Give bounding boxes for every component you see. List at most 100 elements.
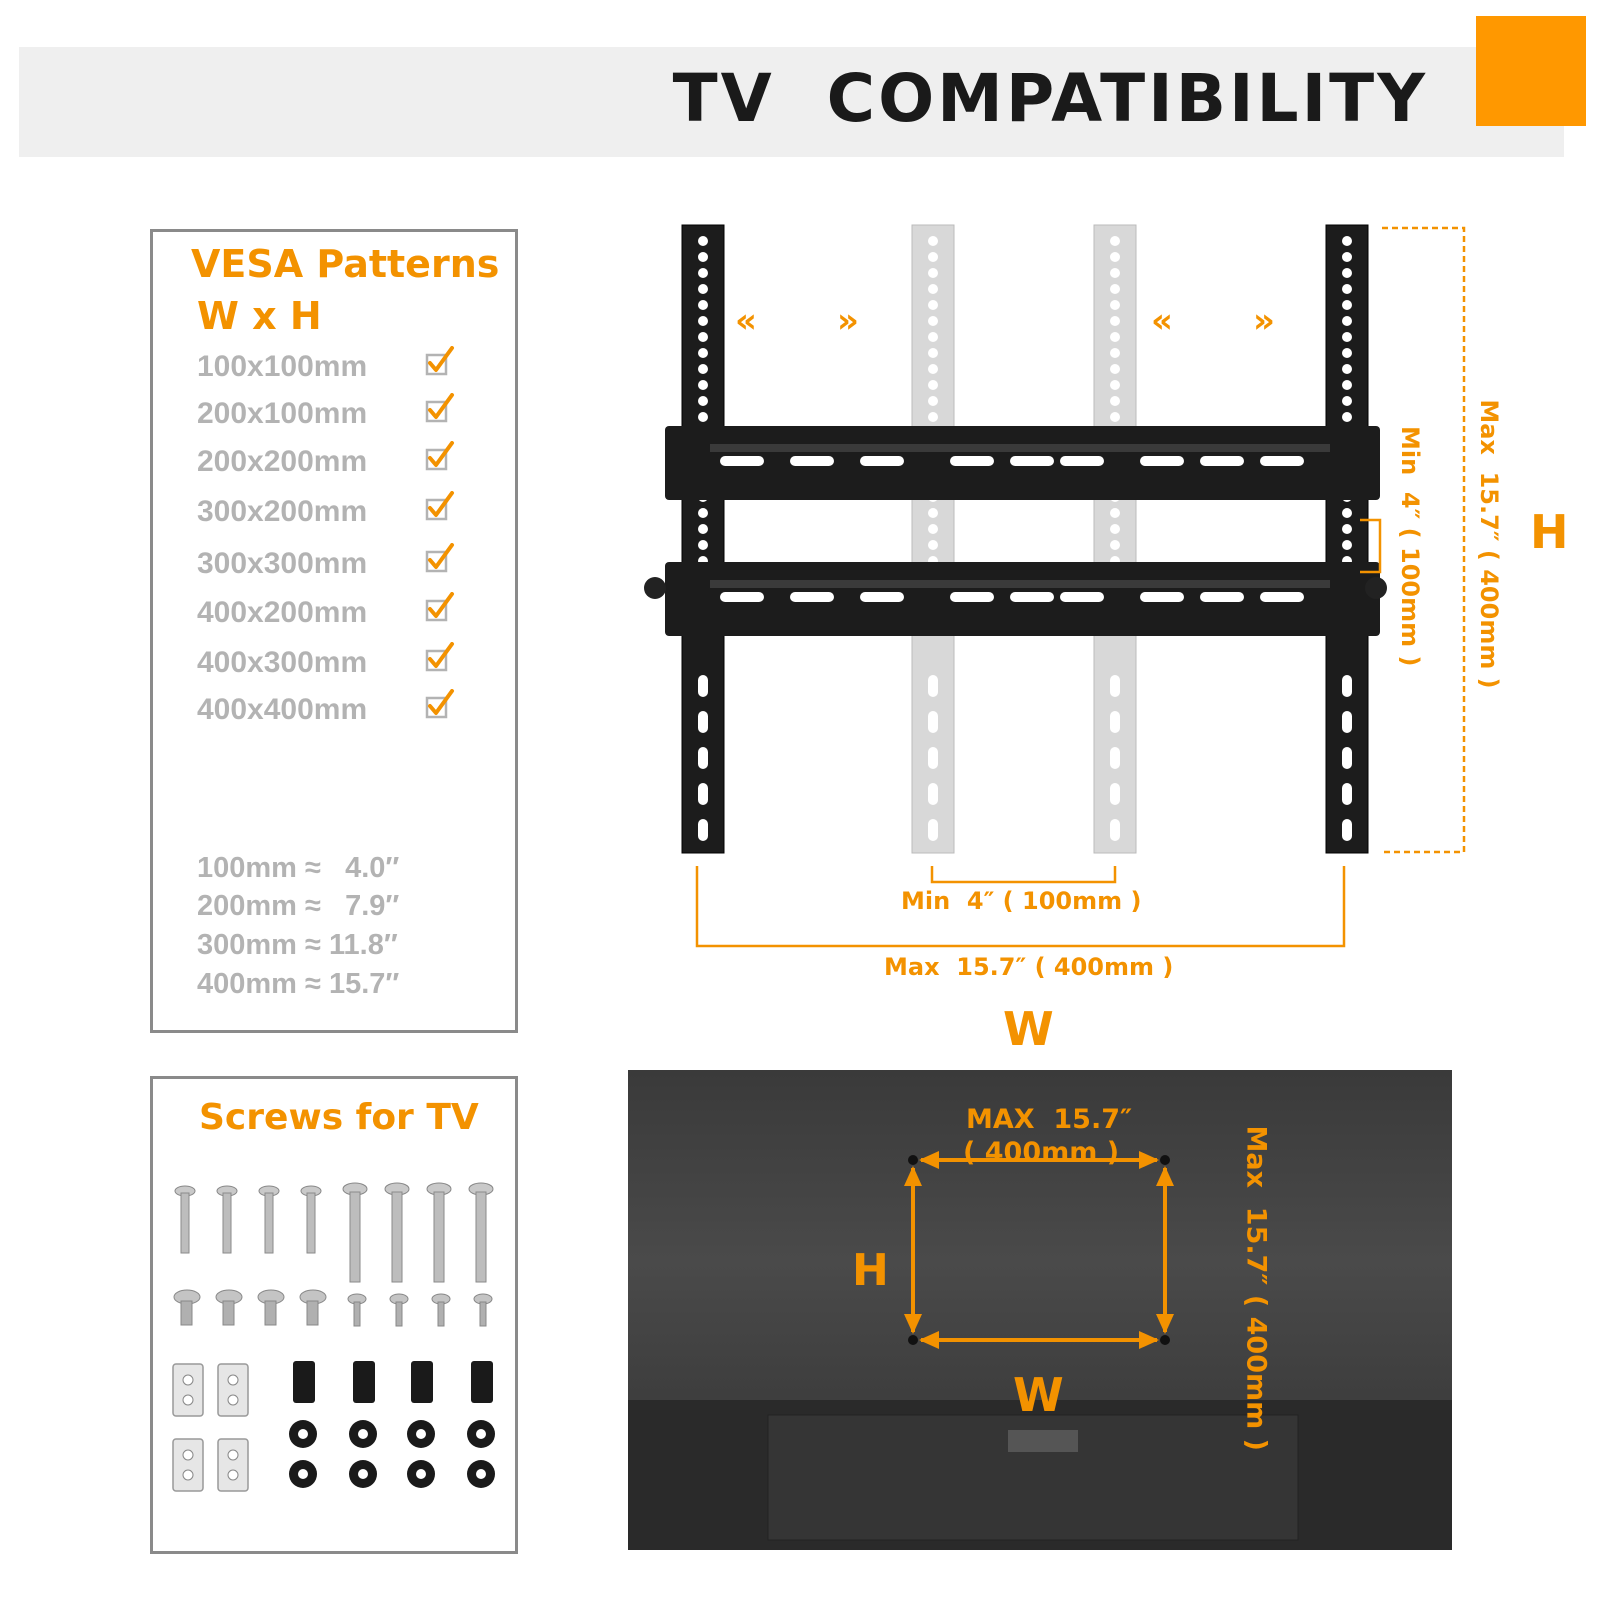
checkbox-checked-icon — [425, 346, 454, 376]
mount-hole — [928, 524, 938, 534]
bar-slot — [1060, 456, 1104, 466]
mount-hole — [1342, 396, 1352, 406]
arrowhead-icon — [904, 1166, 922, 1186]
vesa-pattern-item: 200x200mm — [197, 445, 368, 478]
mount-hole — [698, 332, 708, 342]
checkbox-box — [425, 448, 448, 471]
mount-hole — [1110, 332, 1120, 342]
height-min-dimension-line — [1360, 518, 1382, 574]
washer-icon — [289, 1460, 317, 1488]
short-screw-icon — [389, 1293, 409, 1327]
width-min-dimension-line — [930, 866, 1117, 884]
mount-hole — [1110, 540, 1120, 550]
long-screw-icon — [426, 1182, 452, 1283]
mount-hole — [1110, 284, 1120, 294]
vesa-hole-icon — [1160, 1335, 1170, 1345]
mount-diagram: «»«» — [644, 224, 1466, 948]
mount-slot — [928, 675, 938, 697]
tv-max-width-label-1: MAX 15.7″ — [966, 1104, 1133, 1135]
short-screw-icon — [473, 1293, 493, 1327]
mount-hole — [1110, 380, 1120, 390]
vertical-rail — [681, 224, 725, 854]
mount-slot — [698, 747, 708, 769]
checkbox-checked-icon — [425, 642, 454, 672]
short-screw-icon — [215, 1289, 243, 1326]
vesa-hole-icon — [1160, 1155, 1170, 1165]
tv-back-panel — [628, 1070, 1452, 1550]
mount-hole — [928, 540, 938, 550]
mount-hole — [928, 348, 938, 358]
horizontal-bar — [665, 426, 1380, 500]
checkbox-box — [425, 498, 448, 521]
vesa-pattern-item: 200x100mm — [197, 397, 368, 430]
check-mark — [428, 689, 454, 715]
checkbox-checked-icon — [425, 689, 454, 719]
vesa-hole-icon — [908, 1335, 918, 1345]
mount-hole — [1342, 412, 1352, 422]
mount-slot — [1342, 783, 1352, 805]
slide-arrow-icon: « — [1151, 301, 1173, 341]
mount-slot — [928, 747, 938, 769]
bar-slot — [790, 456, 834, 466]
washer-icon — [407, 1460, 435, 1488]
long-screw-icon — [468, 1182, 494, 1283]
washer-icon — [289, 1420, 317, 1448]
check-mark — [428, 441, 454, 467]
mount-hole — [928, 364, 938, 374]
mount-hole — [1110, 396, 1120, 406]
bar-slot — [1200, 592, 1244, 602]
bar-slot — [1060, 592, 1104, 602]
washer-icon — [467, 1460, 495, 1488]
bar-slot — [720, 592, 764, 602]
horizontal-bar — [665, 562, 1380, 636]
mount-slot — [1342, 675, 1352, 697]
height-max-label: Max 15.7″ ( 400mm ) — [1475, 399, 1503, 689]
mount-hole — [1342, 236, 1352, 246]
mount-hole — [698, 348, 708, 358]
bar-slot — [790, 592, 834, 602]
arrowhead-icon — [919, 1151, 939, 1169]
mount-hole — [1342, 300, 1352, 310]
plate-icon — [172, 1438, 204, 1492]
checkbox-box — [425, 550, 448, 573]
mount-hole — [928, 380, 938, 390]
bar-slot — [1140, 456, 1184, 466]
mount-hole — [928, 508, 938, 518]
vesa-title: VESA Patterns — [191, 242, 500, 286]
spacer-icon — [293, 1361, 315, 1403]
bar-slot — [1010, 592, 1054, 602]
check-mark — [428, 346, 454, 372]
mount-slot — [1110, 675, 1120, 697]
mount-slot — [698, 711, 708, 733]
mount-hole — [698, 236, 708, 246]
vesa-pattern-item: 100x100mm — [197, 350, 368, 383]
mount-hole — [1110, 300, 1120, 310]
mount-hole — [1342, 380, 1352, 390]
mount-hole — [1342, 316, 1352, 326]
mount-hole — [1342, 524, 1352, 534]
checkbox-checked-icon — [425, 543, 454, 573]
width-min-label: Min 4″ ( 100mm ) — [901, 887, 1142, 915]
adjustable-rail-ghost — [1093, 224, 1137, 854]
mount-hole — [928, 412, 938, 422]
mount-hole — [928, 396, 938, 406]
mount-hole — [698, 396, 708, 406]
mount-hole — [928, 252, 938, 262]
checkbox-box — [425, 696, 448, 719]
checkbox-box — [425, 400, 448, 423]
vesa-pattern-item: 400x400mm — [197, 693, 368, 726]
mount-hole — [698, 412, 708, 422]
mount-hole — [928, 316, 938, 326]
mount-slot — [698, 675, 708, 697]
short-screw-icon — [173, 1289, 201, 1326]
checkbox-checked-icon — [425, 592, 454, 622]
mount-slot — [1342, 711, 1352, 733]
long-screw-icon — [384, 1182, 410, 1283]
check-mark — [428, 592, 454, 618]
mount-hole — [1110, 364, 1120, 374]
conversion-item: 300mm ≈ 11.8″ — [197, 929, 398, 961]
vesa-pattern-item: 400x200mm — [197, 596, 368, 629]
mount-slot — [1342, 819, 1352, 841]
header-accent-square — [1476, 16, 1586, 126]
